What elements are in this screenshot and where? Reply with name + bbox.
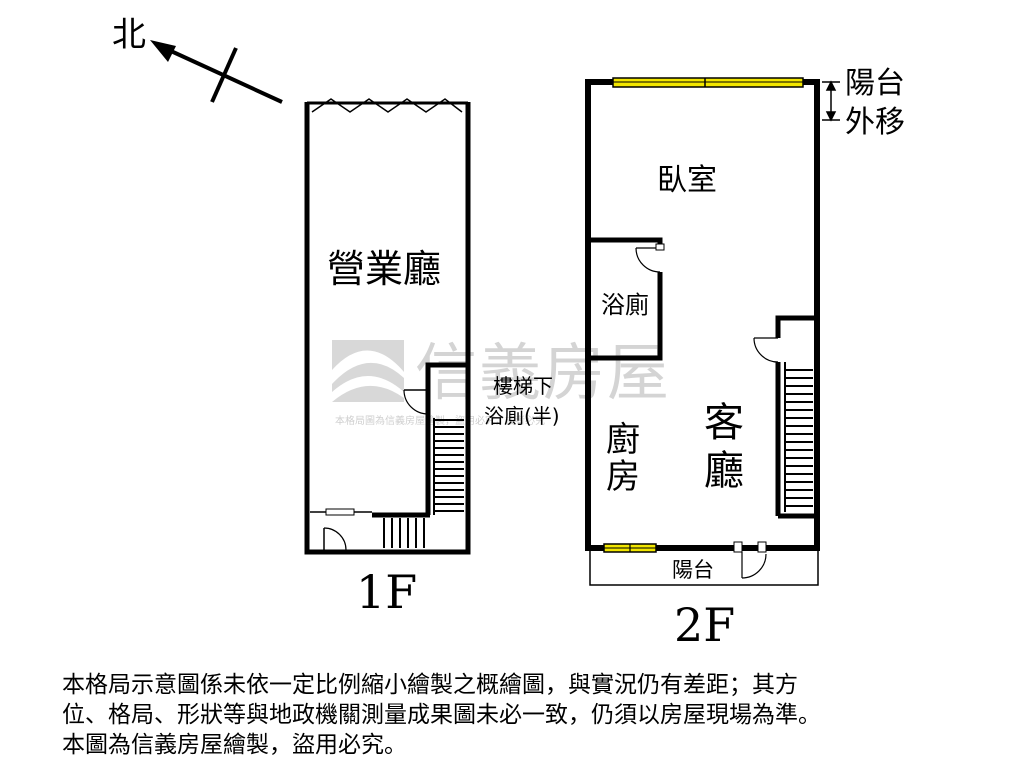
room-kitchen-line1: 廚 <box>606 420 640 460</box>
disclaimer-line3: 本圖為信義房屋繪製，盜用必究。 <box>62 732 407 758</box>
folding-door <box>311 98 463 113</box>
stairs-1f <box>383 418 464 548</box>
room-balcony: 陽台 <box>672 558 714 582</box>
balcony-outline <box>589 551 819 586</box>
balcony-shift-marker <box>822 80 840 122</box>
balcony-shift-line2: 外移 <box>845 105 905 140</box>
entry-door-1f <box>310 508 372 551</box>
room-business-hall: 營業廳 <box>327 247 441 291</box>
compass: 北 <box>112 15 283 104</box>
floor2-plan: 臥室 浴廁 廚 房 客 廳 陽台 陽台 外移 2F <box>585 66 905 652</box>
balcony-shift-line1: 陽台 <box>845 66 905 101</box>
room-under-stair-line2: 浴廁(半) <box>484 404 560 428</box>
room-bedroom: 臥室 <box>657 163 717 198</box>
room-living-line2: 廳 <box>704 448 744 494</box>
room-bathroom: 浴廁 <box>601 291 649 319</box>
watermark: 信義房屋 本格局圖為信義房屋繪製，盜用必究，樓者必究 <box>332 336 671 427</box>
stairs-2f <box>784 362 813 512</box>
floor1-label: 1F <box>356 565 417 619</box>
floor1-plan: 營業廳 樓梯下 浴廁(半) 1F <box>304 98 560 619</box>
window-bottom-2f <box>603 543 657 553</box>
floor2-label: 2F <box>674 598 735 652</box>
disclaimer-line1: 本格局示意圖係未依一定比例縮小繪製之概繪圖，與實況仍有差距；其方 <box>62 672 798 698</box>
room-under-stair-line1: 樓梯下 <box>493 374 553 398</box>
watermark-logo <box>332 340 404 402</box>
disclaimer: 本格局示意圖係未依一定比例縮小繪製之概繪圖，與實況仍有差距；其方 位、格局、形狀… <box>62 670 962 760</box>
window-top-2f <box>612 77 804 88</box>
balcony-door <box>733 541 767 579</box>
north-label: 北 <box>112 15 146 55</box>
disclaimer-line2: 位、格局、形狀等與地政機關測量成果圖未必一致，仍須以房屋現場為準。 <box>62 702 821 728</box>
watermark-brand: 信義房屋 <box>415 336 671 409</box>
room-kitchen-line2: 房 <box>606 457 640 497</box>
room-living-line1: 客 <box>704 400 744 446</box>
